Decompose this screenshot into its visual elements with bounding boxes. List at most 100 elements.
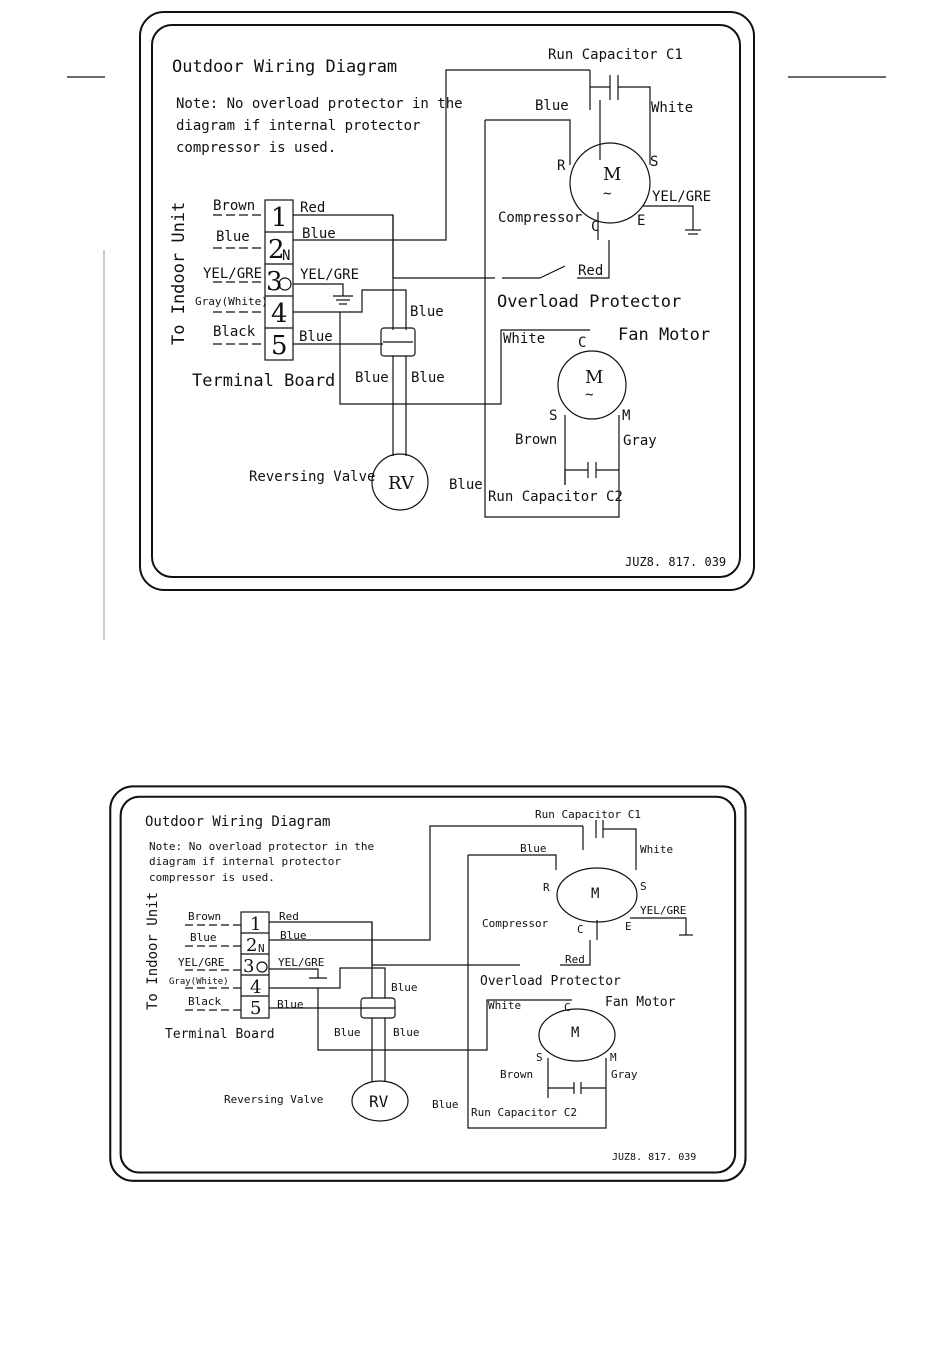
connector-block — [380, 327, 416, 357]
terminal-number: 5 — [250, 998, 261, 1019]
wire-label: Blue — [535, 98, 569, 114]
svg-text:Red: Red — [279, 910, 299, 923]
run-capacitor-c2-label: Run Capacitor C2 — [488, 489, 623, 505]
svg-text:Blue: Blue — [190, 931, 217, 944]
wire-label: Red — [578, 263, 603, 279]
fan-motor-symbol — [557, 350, 627, 420]
svg-text:Gray(White): Gray(White) — [195, 295, 268, 308]
wire-label: Blue — [299, 329, 333, 345]
rv-symbol: RV — [369, 1092, 389, 1111]
note-line: Note: No overload protector in the — [149, 840, 374, 853]
wiring-diagram-small — [109, 785, 747, 1182]
pin-label: S — [650, 154, 658, 170]
rv-symbol: RV — [388, 473, 415, 494]
terminal-number: 3 — [266, 267, 283, 297]
wiring-diagram-small: Outdoor Wiring Diagram Note: No overload… — [145, 808, 696, 1163]
pin-label: S — [549, 408, 557, 424]
svg-text:Gray(White): Gray(White) — [169, 977, 229, 987]
terminal-board: 1 2 N 3 4 5 — [264, 199, 294, 361]
wire-label: Blue — [391, 981, 418, 994]
terminal-board — [240, 911, 270, 1019]
terminal-sub: N — [282, 248, 290, 264]
wire-label: Gray — [611, 1068, 638, 1081]
document-code: JUZ8. 817. 039 — [625, 555, 726, 569]
wire-label: White — [640, 843, 673, 856]
svg-text:YEL/GRE: YEL/GRE — [278, 956, 324, 969]
terminal-number: 1 — [250, 914, 261, 935]
pin-label: C — [564, 1001, 571, 1014]
note-line: diagram if internal protector — [149, 855, 341, 868]
svg-text:Black: Black — [213, 324, 256, 340]
wire-label: Brown — [500, 1068, 533, 1081]
terminal-number: 1 — [271, 203, 288, 233]
ac-wave-icon: ~ — [585, 387, 593, 403]
pin-label: E — [625, 920, 632, 933]
pin-label: S — [640, 880, 647, 893]
pin-label: C — [591, 219, 599, 235]
wire-label: Blue — [520, 842, 547, 855]
reversing-valve-symbol — [371, 453, 429, 511]
wire-label: Red — [300, 200, 325, 216]
wiring-diagram-large: Outdoor Wiring Diagram Note: No overload… — [139, 11, 755, 591]
indoor-wires: Brown Blue YEL/GRE Gray(White) Black — [195, 198, 268, 345]
diagram-inner-frame — [151, 24, 741, 578]
pin-label: C — [577, 923, 584, 936]
pin-label: M — [610, 1051, 617, 1064]
note-line: Note: No overload protector in the — [176, 96, 463, 112]
run-capacitor-c1-label: Run Capacitor C1 — [548, 47, 683, 63]
fan-motor-label: Fan Motor — [618, 325, 710, 345]
wiring-lines — [293, 69, 701, 518]
reversing-valve-symbol — [351, 1080, 409, 1122]
wire-label: Blue — [393, 1026, 420, 1039]
pin-label: E — [637, 213, 645, 229]
reversing-valve-label: Reversing Valve — [249, 469, 375, 485]
note-line: compressor is used. — [149, 871, 275, 884]
document-code: JUZ8. 817. 039 — [612, 1152, 696, 1163]
terminal-number: 3 — [243, 956, 254, 977]
svg-text:YEL/GRE: YEL/GRE — [203, 266, 262, 282]
terminal-number: 4 — [271, 299, 288, 329]
diagram-title: Outdoor Wiring Diagram — [172, 57, 397, 77]
terminal-number: 2 — [246, 935, 257, 956]
wire-label: Blue — [411, 370, 445, 386]
compressor-motor-symbol — [556, 867, 638, 923]
svg-text:YEL/GRE: YEL/GRE — [178, 956, 224, 969]
terminal-number: 4 — [250, 977, 261, 998]
terminal-board-label: Terminal Board — [192, 371, 335, 391]
reversing-valve-label: Reversing Valve — [224, 1093, 323, 1106]
wire-label: Blue — [355, 370, 389, 386]
wire-label: Red — [565, 953, 585, 966]
svg-text:Black: Black — [188, 995, 221, 1008]
wire-label: Blue — [410, 304, 444, 320]
pin-label: S — [536, 1051, 543, 1064]
run-capacitor-c1-label: Run Capacitor C1 — [535, 808, 641, 821]
pin-label: C — [578, 335, 586, 351]
wire-label: YEL/GRE — [652, 189, 711, 205]
terminal-number: 2 — [268, 235, 285, 265]
svg-text:Blue: Blue — [280, 929, 307, 942]
ac-wave-icon: ~ — [603, 186, 611, 202]
pin-label: R — [543, 881, 550, 894]
overload-protector-label: Overload Protector — [497, 292, 681, 312]
svg-text:Brown: Brown — [213, 198, 255, 214]
wire-label: Brown — [515, 432, 557, 448]
compressor-motor-symbol — [569, 142, 651, 224]
terminal-sub: N — [258, 942, 265, 955]
wire-label: Blue — [432, 1098, 459, 1111]
motor-symbol-m: M — [585, 367, 603, 388]
to-indoor-unit-label: To Indoor Unit — [145, 892, 161, 1010]
wire-label: White — [503, 331, 545, 347]
wire-label: YEL/GRE — [300, 267, 359, 283]
to-indoor-unit-label: To Indoor Unit — [169, 202, 189, 345]
wire-label: Blue — [302, 226, 336, 242]
svg-text:Blue: Blue — [216, 229, 250, 245]
diagram-outer-frame — [139, 11, 755, 591]
terminal-board-label: Terminal Board — [165, 1027, 275, 1042]
wire-label: Blue — [334, 1026, 361, 1039]
wire-label: YEL/GRE — [640, 904, 686, 917]
note-line: compressor is used. — [176, 140, 336, 156]
diagram-title: Outdoor Wiring Diagram — [145, 814, 330, 830]
compressor-label: Compressor — [482, 917, 549, 930]
